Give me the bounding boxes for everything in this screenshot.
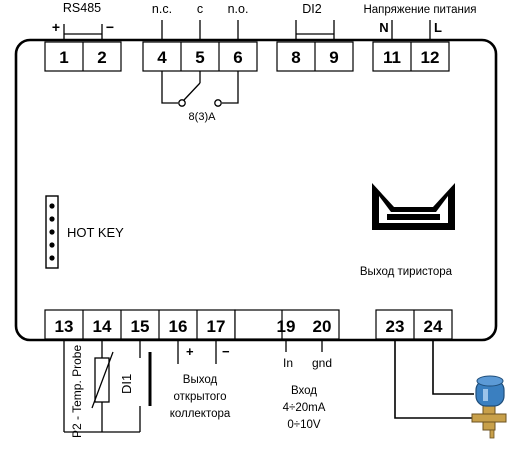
n-label: N <box>379 20 388 35</box>
bottom-terminal-block <box>44 309 453 340</box>
open-collector-leads <box>177 339 217 364</box>
analog-input-line-1: Вход <box>291 385 317 397</box>
terminal-5: 5 <box>195 48 204 67</box>
terminal-1: 1 <box>59 48 68 67</box>
relay-rating: 8(3)A <box>189 111 217 123</box>
hot-key-connector <box>45 195 59 269</box>
no-label: n.o. <box>228 2 249 16</box>
open-collector-line-3: коллектора <box>170 408 231 420</box>
open-collector-line-2: открытого <box>174 391 227 403</box>
terminal-2: 2 <box>97 48 106 67</box>
terminal-19: 19 <box>277 317 296 336</box>
analog-input-line-2: 4÷20mA <box>283 402 326 414</box>
terminal-13: 13 <box>55 317 74 336</box>
terminal-16: 16 <box>169 317 188 336</box>
di1-label: DI1 <box>119 374 134 394</box>
rs485-label: RS485 <box>63 1 101 15</box>
valve-wiring <box>394 339 474 419</box>
bottom-terminal-numbers: 13 14 15 16 17 19 20 23 24 <box>55 317 443 336</box>
oc-minus-label: − <box>222 344 230 359</box>
terminal-20: 20 <box>313 317 332 336</box>
c-label: c <box>197 2 203 16</box>
l-label: L <box>434 20 442 35</box>
terminal-17: 17 <box>207 317 226 336</box>
terminal-11: 11 <box>383 48 401 67</box>
input-in-label: In <box>283 356 293 370</box>
terminal-23: 23 <box>386 317 405 336</box>
terminal-9: 9 <box>329 48 338 67</box>
analog-input-line-3: 0÷10V <box>287 419 320 431</box>
rs485-minus-label: − <box>106 19 114 35</box>
terminal-8: 8 <box>291 48 300 67</box>
top-terminal-block <box>44 41 450 72</box>
thyristor-icon <box>372 183 455 230</box>
hot-key-label: HOT KEY <box>67 225 124 240</box>
di2-label: DI2 <box>302 2 322 16</box>
terminal-15: 15 <box>131 317 150 336</box>
controller-housing <box>14 38 498 342</box>
probe-wiring <box>63 339 152 433</box>
terminal-12: 12 <box>421 48 440 67</box>
terminal-14: 14 <box>93 317 112 336</box>
top-terminal-numbers: 1 2 4 5 6 8 9 11 12 <box>59 48 439 67</box>
valve-icon <box>471 375 507 439</box>
terminal-6: 6 <box>233 48 242 67</box>
terminal-4: 4 <box>157 48 167 67</box>
nc-label: n.c. <box>152 2 172 16</box>
open-collector-line-1: Выход <box>183 374 218 386</box>
analog-input-leads <box>285 339 323 352</box>
oc-plus-label: + <box>186 344 194 359</box>
rs485-plus-label: + <box>52 19 60 35</box>
supply-label: Напряжение питания <box>363 4 476 16</box>
terminal-24: 24 <box>424 317 443 336</box>
input-gnd-label: gnd <box>312 356 332 370</box>
thyristor-output-label: Выход тиристора <box>360 266 453 278</box>
probe-label: P2 - Temp. Probe <box>70 345 84 438</box>
relay-switch-icon <box>161 71 239 107</box>
